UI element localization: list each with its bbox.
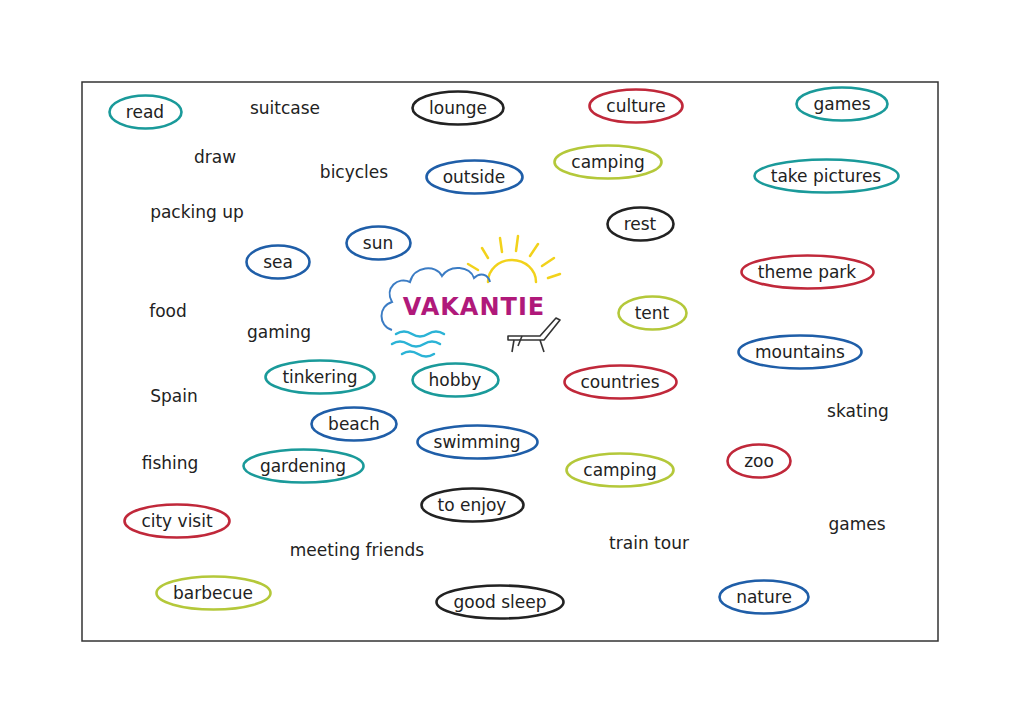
word: beach xyxy=(310,414,398,434)
word-label: train tour xyxy=(609,533,689,553)
word-label: meeting friends xyxy=(290,540,424,560)
word-oval: city visit xyxy=(123,503,231,539)
word-oval: read xyxy=(108,94,183,130)
word: sea xyxy=(245,252,311,272)
word-oval: barbecue xyxy=(155,575,272,611)
word-oval: take pictures xyxy=(753,158,900,194)
word-oval: outside xyxy=(425,159,524,195)
word: countries xyxy=(563,372,678,392)
word: culture xyxy=(588,96,684,116)
word-oval: sun xyxy=(345,225,412,261)
word: swimming xyxy=(416,432,539,452)
word: city visit xyxy=(123,511,231,531)
word: read xyxy=(108,102,183,122)
word: tinkering xyxy=(264,367,376,387)
word-label: Spain xyxy=(150,386,198,406)
word: barbecue xyxy=(155,583,272,603)
word-oval: tinkering xyxy=(264,359,376,395)
word-oval: countries xyxy=(563,364,678,400)
word-oval: good sleep xyxy=(435,584,565,620)
word-label: skating xyxy=(827,401,889,421)
word-oval: sea xyxy=(245,244,311,280)
word-oval: swimming xyxy=(416,424,539,460)
word: theme park xyxy=(740,262,875,282)
word-oval: hobby xyxy=(411,362,500,398)
word: to enjoy xyxy=(420,495,525,515)
word: zoo xyxy=(726,451,792,471)
word-oval: nature xyxy=(718,579,810,615)
word: rest xyxy=(606,214,675,234)
wave-symbol xyxy=(392,332,444,357)
word-oval: theme park xyxy=(740,254,875,290)
word-oval: camping xyxy=(565,452,675,488)
frame xyxy=(82,82,938,641)
word: nature xyxy=(718,587,810,607)
word-oval: beach xyxy=(310,406,398,442)
chair-symbol xyxy=(508,318,560,352)
word: gardening xyxy=(242,456,365,476)
title: VAKANTIE xyxy=(403,293,545,321)
word: tent xyxy=(617,303,688,323)
word-label: food xyxy=(149,301,187,321)
word: take pictures xyxy=(753,166,900,186)
word: mountains xyxy=(737,342,863,362)
word: hobby xyxy=(411,370,500,390)
word-label: packing up xyxy=(150,202,244,222)
word-oval: zoo xyxy=(726,443,792,479)
word-oval: lounge xyxy=(411,90,505,126)
word: lounge xyxy=(411,98,505,118)
word: sun xyxy=(345,233,412,253)
word-label: fishing xyxy=(142,453,199,473)
word-oval: culture xyxy=(588,88,684,124)
word-oval: camping xyxy=(553,144,663,180)
word: outside xyxy=(425,167,524,187)
word-oval: tent xyxy=(617,295,688,331)
word-label: gaming xyxy=(247,322,311,342)
word: good sleep xyxy=(435,592,565,612)
word: camping xyxy=(565,460,675,480)
word-oval: games xyxy=(795,86,889,122)
word-oval: mountains xyxy=(737,334,863,370)
word-label: suitcase xyxy=(250,98,320,118)
word-label: bicycles xyxy=(320,162,388,182)
word: games xyxy=(795,94,889,114)
word-oval: gardening xyxy=(242,448,365,484)
word-oval: to enjoy xyxy=(420,487,525,523)
word-label: draw xyxy=(194,147,236,167)
word-label: games xyxy=(828,514,885,534)
word: camping xyxy=(553,152,663,172)
word-oval: rest xyxy=(606,206,675,242)
